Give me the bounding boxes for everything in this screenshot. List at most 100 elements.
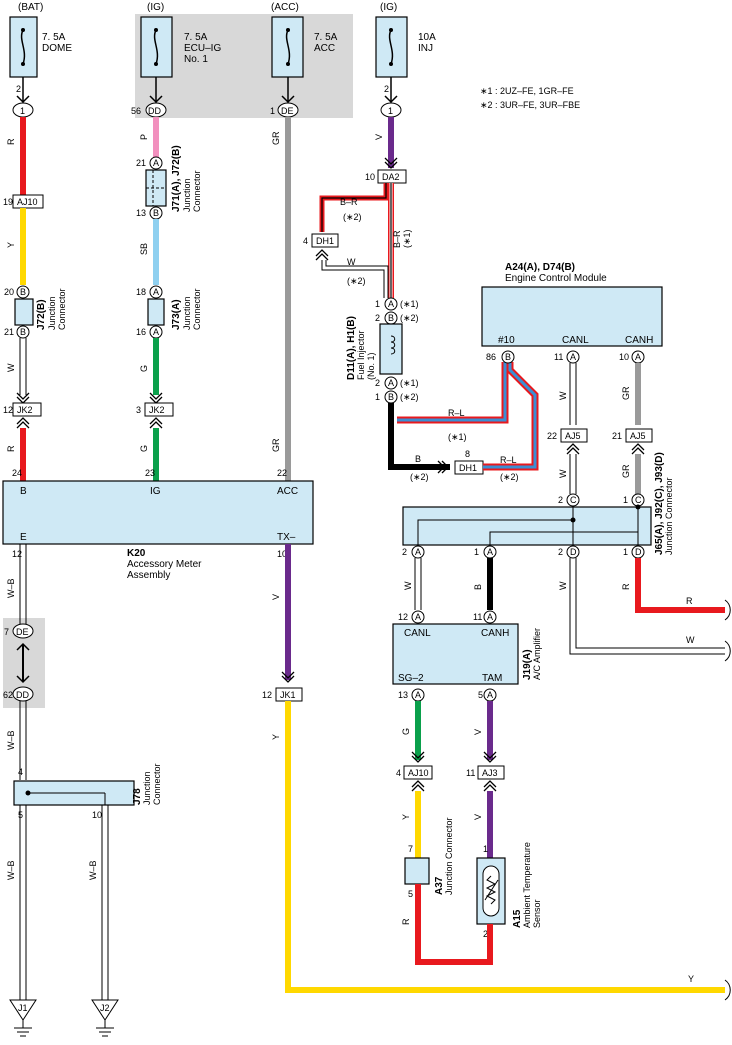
svg-text:JK2: JK2 bbox=[149, 405, 165, 415]
svg-text:21: 21 bbox=[612, 431, 622, 441]
svg-text:B: B bbox=[388, 313, 394, 323]
svg-text:A: A bbox=[635, 352, 641, 362]
svg-text:Sensor: Sensor bbox=[532, 899, 542, 928]
svg-text:A: A bbox=[153, 327, 159, 337]
svg-text:D: D bbox=[635, 547, 642, 557]
engine-control-module bbox=[481, 286, 663, 347]
fuse-ecu-ig: 7. 5A ECU–IG No. 1 bbox=[140, 16, 221, 78]
svg-text:13: 13 bbox=[136, 208, 146, 218]
svg-text:1: 1 bbox=[375, 392, 380, 402]
svg-text:12: 12 bbox=[3, 405, 13, 415]
svg-text:B: B bbox=[20, 327, 26, 337]
svg-text:24: 24 bbox=[12, 468, 22, 478]
svg-text:23: 23 bbox=[145, 468, 155, 478]
svg-text:B: B bbox=[20, 486, 27, 497]
inj-source-label: (IG) bbox=[380, 2, 397, 13]
svg-text:(∗2): (∗2) bbox=[410, 472, 429, 482]
svg-text:W: W bbox=[558, 391, 568, 400]
svg-text:GR: GR bbox=[621, 386, 631, 400]
svg-text:A37: A37 bbox=[434, 876, 445, 895]
svg-text:D11(A), H1(B): D11(A), H1(B) bbox=[346, 316, 357, 380]
note-2: ∗2 : 3UR–FE, 3UR–FBE bbox=[480, 100, 580, 110]
wire-w-1 bbox=[19, 338, 27, 395]
svg-text:TX–: TX– bbox=[277, 532, 296, 543]
note-1: ∗1 : 2UZ–FE, 1GR–FE bbox=[480, 86, 574, 96]
svg-text:B–R: B–R bbox=[392, 230, 402, 248]
svg-text:A/C Amplifier: A/C Amplifier bbox=[532, 628, 542, 680]
svg-text:Junction: Junction bbox=[182, 296, 192, 330]
svg-text:CANL: CANL bbox=[404, 628, 431, 639]
svg-text:Y: Y bbox=[6, 242, 16, 248]
svg-text:(∗2): (∗2) bbox=[400, 392, 419, 402]
svg-text:DH1: DH1 bbox=[459, 463, 477, 473]
fuse-inj: 10A INJ bbox=[375, 16, 436, 78]
svg-text:R: R bbox=[621, 583, 631, 590]
svg-text:(∗1): (∗1) bbox=[400, 378, 419, 388]
svg-text:AJ10: AJ10 bbox=[408, 768, 429, 778]
svg-text:K20: K20 bbox=[127, 548, 146, 559]
svg-text:W: W bbox=[558, 469, 568, 478]
wire-r-l bbox=[397, 362, 539, 471]
svg-text:C: C bbox=[570, 495, 577, 505]
svg-text:DA2: DA2 bbox=[382, 172, 400, 182]
fuse-acc: 7. 5A ACC bbox=[271, 16, 338, 78]
svg-text:A: A bbox=[487, 690, 493, 700]
svg-text:W: W bbox=[403, 581, 413, 590]
svg-text:(∗1): (∗1) bbox=[400, 299, 419, 309]
svg-text:1: 1 bbox=[474, 547, 479, 557]
svg-text:16: 16 bbox=[136, 327, 146, 337]
svg-text:1: 1 bbox=[623, 495, 628, 505]
svg-text:JK1: JK1 bbox=[280, 690, 296, 700]
svg-text:DE: DE bbox=[16, 627, 29, 637]
svg-text:J78: J78 bbox=[132, 788, 143, 805]
svg-text:22: 22 bbox=[277, 468, 287, 478]
svg-text:4: 4 bbox=[18, 767, 23, 777]
svg-text:#10: #10 bbox=[498, 335, 515, 346]
svg-text:B–R: B–R bbox=[340, 197, 358, 207]
svg-text:A: A bbox=[415, 547, 421, 557]
svg-text:D: D bbox=[570, 547, 577, 557]
svg-text:J71(A), J72(B): J71(A), J72(B) bbox=[171, 145, 182, 212]
svg-text:W: W bbox=[558, 581, 568, 590]
svg-text:GR: GR bbox=[271, 131, 281, 145]
dome-pin: 2 bbox=[16, 84, 21, 94]
svg-text:A: A bbox=[388, 378, 394, 388]
svg-text:1: 1 bbox=[375, 299, 380, 309]
svg-text:V: V bbox=[473, 729, 483, 735]
svg-text:2: 2 bbox=[558, 495, 563, 505]
svg-text:Connector: Connector bbox=[57, 288, 67, 330]
svg-text:12: 12 bbox=[398, 612, 408, 622]
svg-text:Y: Y bbox=[688, 974, 694, 984]
wire-b-r bbox=[319, 183, 394, 298]
svg-text:A: A bbox=[487, 612, 493, 622]
svg-text:GR: GR bbox=[621, 464, 631, 478]
a37-junction-connector bbox=[404, 857, 430, 885]
dome-name: DOME bbox=[42, 43, 72, 54]
svg-text:22: 22 bbox=[547, 431, 557, 441]
svg-text:3: 3 bbox=[136, 405, 141, 415]
svg-text:11: 11 bbox=[466, 768, 475, 778]
svg-text:DE: DE bbox=[281, 106, 294, 116]
svg-text:1: 1 bbox=[623, 547, 628, 557]
svg-text:Y: Y bbox=[401, 814, 411, 820]
svg-text:Connector: Connector bbox=[192, 288, 202, 330]
svg-text:1: 1 bbox=[270, 106, 275, 116]
svg-text:B: B bbox=[388, 392, 394, 402]
svg-text:J72(B): J72(B) bbox=[36, 299, 47, 330]
svg-text:(No. 1): (No. 1) bbox=[366, 352, 376, 380]
k20-meter-box bbox=[2, 480, 314, 545]
svg-text:11: 11 bbox=[554, 352, 563, 362]
svg-text:1: 1 bbox=[20, 106, 25, 116]
svg-text:W–B: W–B bbox=[6, 860, 16, 880]
svg-text:R: R bbox=[6, 445, 16, 452]
svg-text:(∗2): (∗2) bbox=[343, 212, 362, 222]
svg-text:B: B bbox=[20, 287, 26, 297]
dome-rating: 7. 5A bbox=[42, 32, 66, 43]
svg-text:DH1: DH1 bbox=[316, 236, 334, 246]
svg-text:62: 62 bbox=[3, 690, 13, 700]
svg-text:V: V bbox=[271, 594, 281, 600]
svg-text:(∗2): (∗2) bbox=[347, 276, 366, 286]
svg-text:A: A bbox=[570, 352, 576, 362]
svg-text:(∗2): (∗2) bbox=[500, 472, 519, 482]
